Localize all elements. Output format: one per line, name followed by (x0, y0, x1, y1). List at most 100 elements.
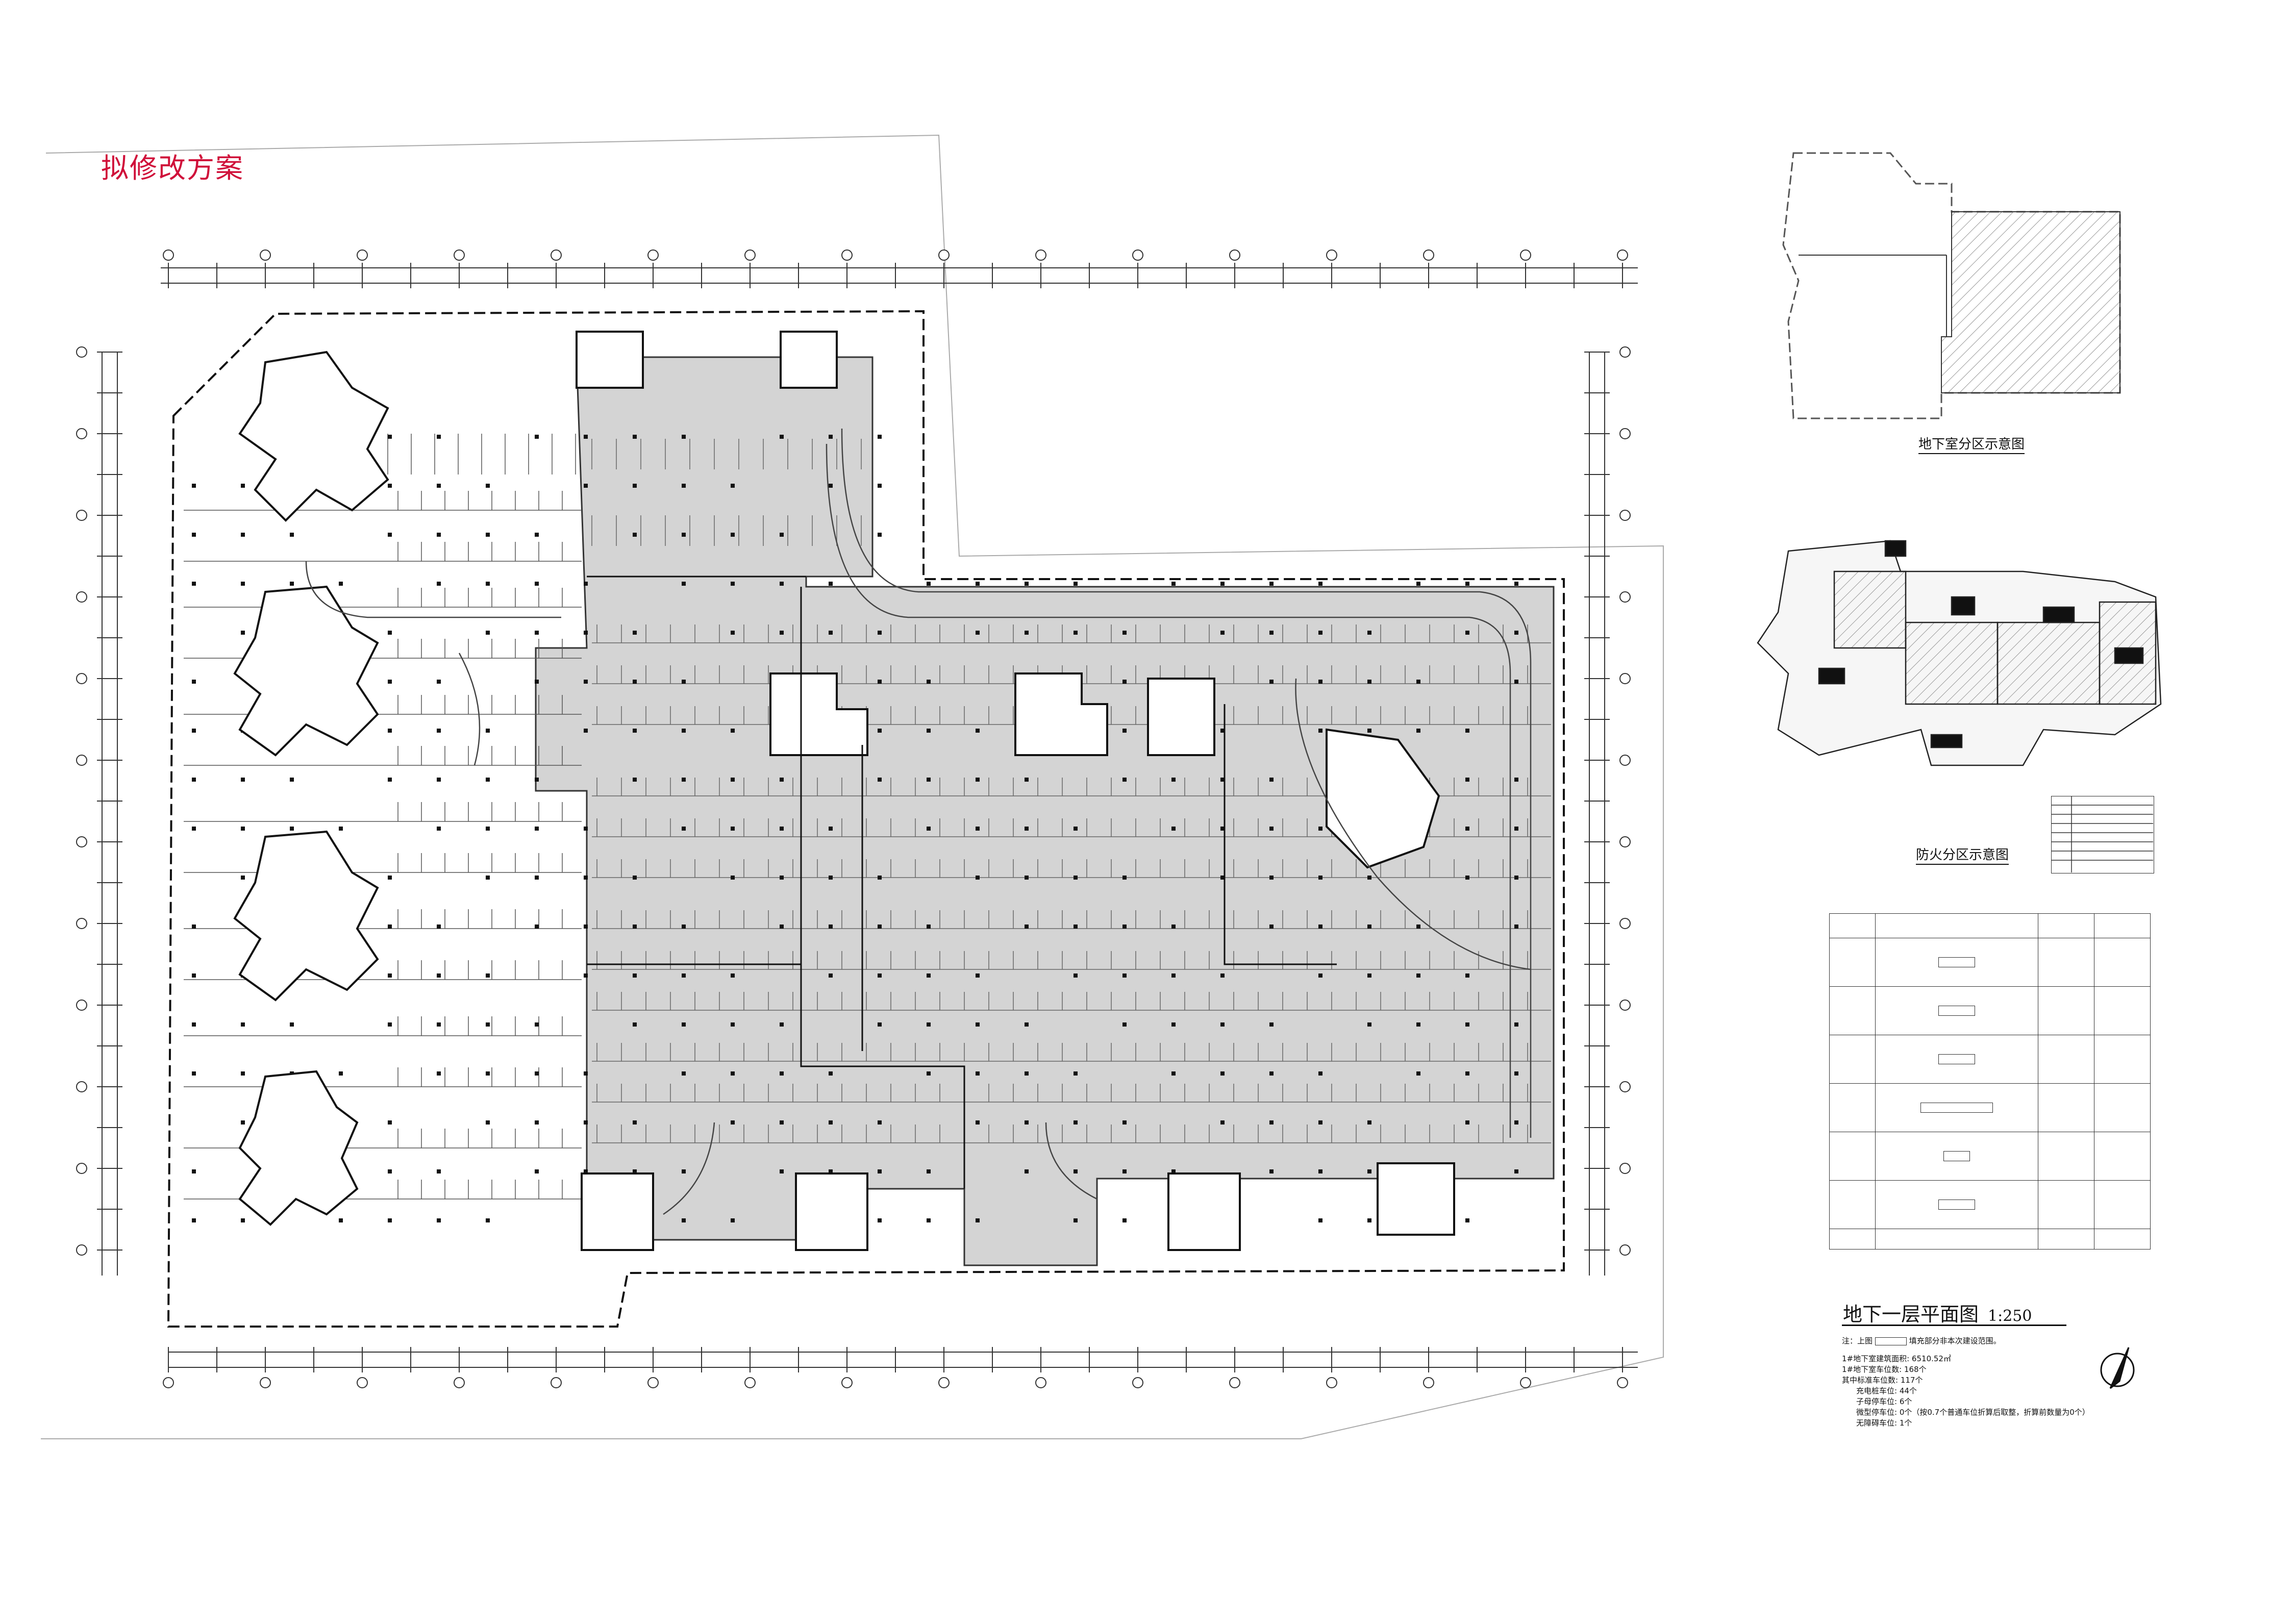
column (486, 582, 490, 586)
axis-bubble (163, 249, 174, 261)
column (1318, 729, 1322, 733)
column (878, 925, 882, 929)
fire-zoning-diagram-graphic (1757, 540, 2162, 766)
column (829, 827, 833, 831)
column (1465, 729, 1469, 733)
column (1171, 1022, 1176, 1027)
axis-bubble (163, 1377, 174, 1388)
column (241, 631, 245, 635)
column (1122, 778, 1127, 782)
column (339, 1071, 343, 1076)
column (437, 680, 441, 684)
column (1367, 1169, 1371, 1173)
column (829, 925, 833, 929)
column (192, 1071, 196, 1076)
column (1367, 1120, 1371, 1125)
column (1318, 876, 1322, 880)
column (486, 1120, 490, 1125)
column (535, 582, 539, 586)
column (633, 1169, 637, 1173)
column (878, 778, 882, 782)
column (976, 1120, 980, 1125)
column (1318, 827, 1322, 831)
column (1514, 582, 1518, 586)
axis-bubble (1619, 1244, 1631, 1256)
column (1122, 973, 1127, 978)
column (927, 827, 931, 831)
column (1074, 876, 1078, 880)
column (1269, 680, 1274, 684)
column (1416, 729, 1420, 733)
column (878, 729, 882, 733)
column (1318, 1120, 1322, 1125)
column (1465, 973, 1469, 978)
column (1074, 1218, 1078, 1222)
column (780, 533, 784, 537)
column (976, 827, 980, 831)
zoning-diagram-caption: 地下室分区示意图 (1918, 434, 2025, 454)
column (633, 533, 637, 537)
column (584, 680, 588, 684)
column (1514, 778, 1518, 782)
axis-bubble (1619, 918, 1631, 929)
column (878, 1022, 882, 1027)
column (633, 631, 637, 635)
column (584, 631, 588, 635)
column (1318, 1169, 1322, 1173)
column (927, 729, 931, 733)
column (731, 876, 735, 880)
column (388, 435, 392, 439)
column (927, 1218, 931, 1222)
column (192, 778, 196, 782)
column (780, 1169, 784, 1173)
column (878, 1169, 882, 1173)
column (1269, 582, 1274, 586)
column (437, 1022, 441, 1027)
column (878, 680, 882, 684)
column (339, 582, 343, 586)
column (535, 778, 539, 782)
axis-bubble (260, 249, 271, 261)
column (437, 973, 441, 978)
column (1318, 680, 1322, 684)
axis-bubble (357, 249, 368, 261)
column (1171, 1071, 1176, 1076)
column (780, 778, 784, 782)
column (388, 680, 392, 684)
column (1171, 827, 1176, 831)
axis-bubble (841, 1377, 853, 1388)
column (388, 533, 392, 537)
column (731, 973, 735, 978)
column (1367, 925, 1371, 929)
column (486, 533, 490, 537)
column (633, 1022, 637, 1027)
drawing-scale: 1:250 (1988, 1307, 2032, 1325)
column (1318, 973, 1322, 978)
column (241, 1120, 245, 1125)
parking-stalls-left (184, 434, 582, 1200)
column (1220, 1022, 1225, 1027)
axis-bubble (1035, 249, 1046, 261)
axis-bubble (76, 346, 87, 358)
column (241, 1071, 245, 1076)
column (927, 1071, 931, 1076)
column (633, 484, 637, 488)
column (192, 1169, 196, 1173)
column (1514, 680, 1518, 684)
column (927, 680, 931, 684)
axis-bubble (260, 1377, 271, 1388)
column (1220, 582, 1225, 586)
column (437, 729, 441, 733)
notes-label: 注：上图 (1842, 1336, 1873, 1345)
column (535, 827, 539, 831)
column (192, 827, 196, 831)
column (437, 533, 441, 537)
column (976, 1071, 980, 1076)
column (437, 1071, 441, 1076)
column (927, 582, 931, 586)
column (1465, 1218, 1469, 1222)
column (1269, 925, 1274, 929)
axis-bubble (76, 836, 87, 847)
